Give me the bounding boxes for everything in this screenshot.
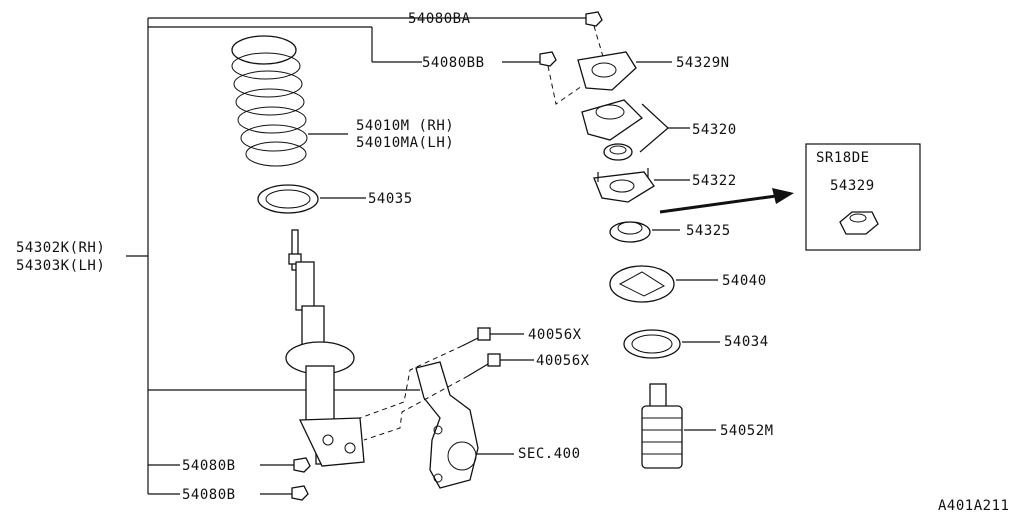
label-54040: 54040 (722, 273, 767, 289)
nut-54080ba (585, 11, 603, 27)
cap-plate (577, 51, 637, 91)
assembly-bracket (126, 17, 502, 495)
nut-54080bb (539, 51, 557, 67)
label-54303k: 54303K(LH) (16, 258, 105, 274)
label-54329n: 54329N (676, 55, 730, 71)
label-54302k: 54302K(RH) (16, 240, 105, 256)
label-54325: 54325 (686, 223, 731, 239)
coil-spring (231, 35, 308, 167)
label-54080b-upper: 54080B (182, 458, 236, 474)
insulator (609, 265, 675, 303)
bearing (609, 221, 651, 243)
label-54035: 54035 (368, 191, 413, 207)
nut-54080b-upper (293, 457, 311, 473)
inset-part-label: 54329 (830, 178, 875, 194)
label-54080b-lower: 54080B (182, 487, 236, 503)
spring-seat-ring (257, 184, 319, 214)
label-54052m: 54052M (720, 423, 774, 439)
label-54034: 54034 (724, 334, 769, 350)
label-54320: 54320 (692, 122, 737, 138)
bolt-lower (467, 353, 501, 377)
bolt-upper (461, 327, 491, 347)
label-54080ba: 54080BA (408, 11, 471, 27)
label-54010-lh: 54010MA(LH) (356, 135, 454, 151)
figure-id: A401A211 (938, 498, 1009, 512)
label-54010-rh: 54010M (RH) (356, 118, 454, 134)
label-40056x-upper: 40056X (528, 327, 582, 343)
inset-arrow (659, 188, 794, 214)
label-54080bb: 54080BB (422, 55, 485, 71)
leader-lines (260, 17, 720, 495)
nut-54080b-lower (291, 485, 309, 501)
bound-bumper (641, 383, 683, 469)
label-40056x-lower: 40056X (536, 353, 590, 369)
label-54322: 54322 (692, 173, 737, 189)
steering-knuckle (415, 361, 479, 489)
rubber-seat (623, 329, 681, 359)
inset-title: SR18DE (816, 150, 870, 166)
upper-mount (593, 168, 655, 203)
strut-body (285, 229, 365, 467)
strut-mount (581, 99, 644, 161)
inset-box (805, 143, 921, 251)
label-sec400: SEC.400 (518, 446, 581, 462)
